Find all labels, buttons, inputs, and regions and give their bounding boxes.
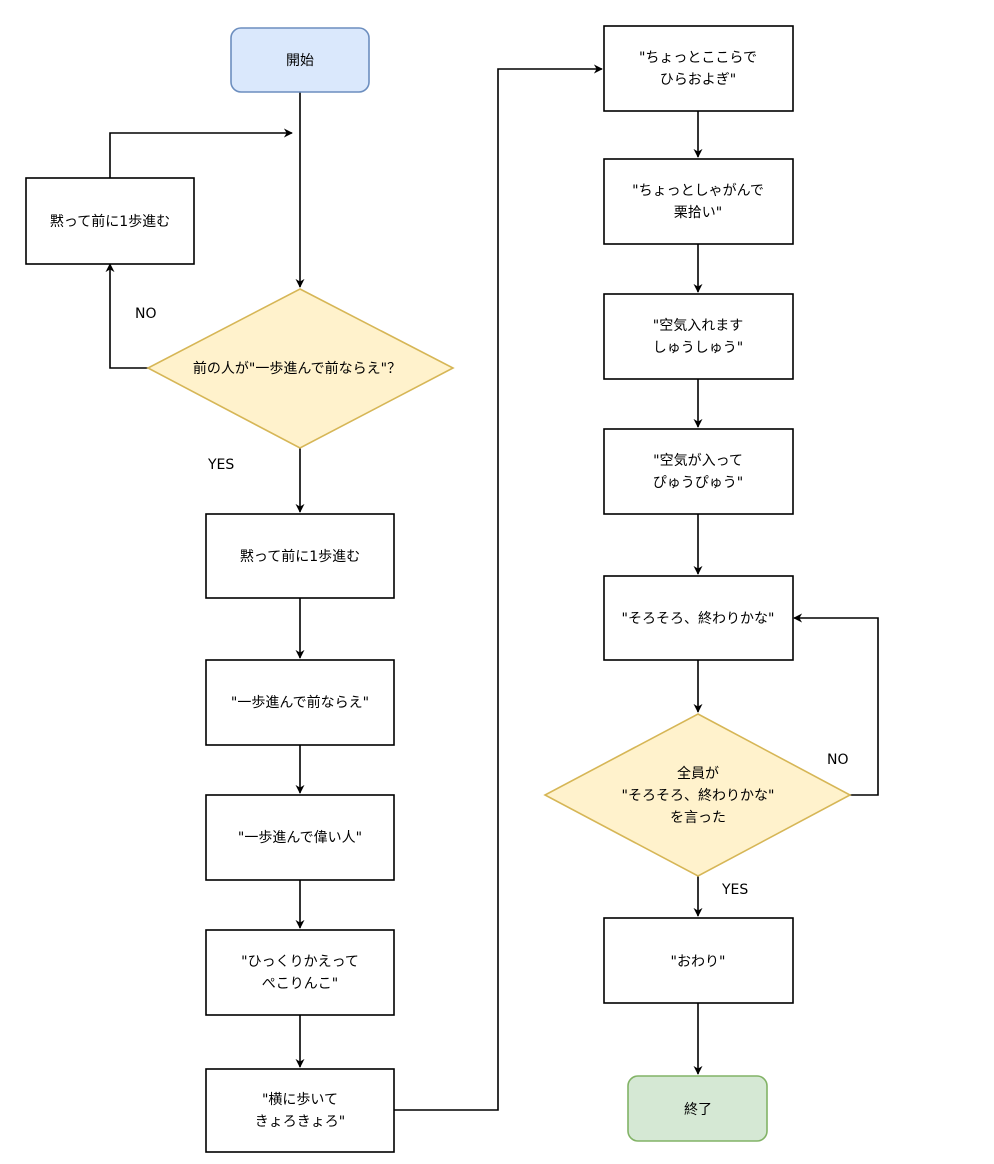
step2-node-shape bbox=[205, 659, 395, 746]
step4-node-label-line1: "ひっくりかえって bbox=[241, 954, 359, 970]
nodes: 開始 黙って前に1歩進む 前の人が"一歩進んで前ならえ"？ 黙って前に1歩進む … bbox=[25, 25, 852, 1153]
step6-node-label-line1: "ちょっとここらで bbox=[639, 50, 757, 66]
start-node: 開始 bbox=[230, 27, 370, 93]
step3-node: "一歩進んで偉い人" bbox=[205, 794, 395, 881]
step4-node: "ひっくりかえって ぺこりんこ" bbox=[205, 929, 395, 1016]
step5-node: "横に歩いて きょろきょろ" bbox=[205, 1068, 395, 1153]
decision2-node-label-line2: "そろそろ、終わりかな" bbox=[622, 788, 775, 804]
step4-node-shape bbox=[205, 929, 395, 1016]
step2-node-label: "一歩進んで前ならえ" bbox=[231, 694, 369, 711]
decision1-node-shape bbox=[146, 288, 455, 449]
decision1-node-label: 前の人が"一歩進んで前ならえ"？ bbox=[193, 360, 401, 377]
step10-node-shape bbox=[603, 575, 794, 661]
step9-node-shape bbox=[603, 428, 794, 515]
end-node-shape bbox=[627, 1075, 768, 1142]
step11-node-shape bbox=[603, 917, 794, 1004]
step6-node-label-line2: ひらおよぎ" bbox=[660, 72, 736, 88]
step8-node: "空気入れます しゅうしゅう" bbox=[603, 293, 794, 380]
step10-node-label: "そろそろ、終わりかな" bbox=[622, 611, 775, 627]
decision2-node: 全員が "そろそろ、終わりかな" を言った bbox=[543, 713, 852, 877]
edge-label-no2: NO bbox=[827, 752, 849, 768]
step3-node-shape bbox=[205, 794, 395, 881]
end-node-label: 終了 bbox=[684, 1102, 712, 1118]
step1-node: 黙って前に1歩進む bbox=[205, 513, 395, 599]
start-node-shape bbox=[230, 27, 370, 93]
decision2-node-label-line3: を言った bbox=[670, 810, 726, 826]
step8-node-label-line1: "空気入れます bbox=[653, 318, 743, 334]
edge-label-yes2: YES bbox=[721, 882, 748, 898]
step8-node-label-line2: しゅうしゅう" bbox=[653, 340, 743, 356]
step11-node: "おわり" bbox=[603, 917, 794, 1004]
step7-node-shape bbox=[603, 158, 794, 245]
step1-node-label: 黙って前に1歩進む bbox=[240, 548, 360, 565]
step8-node-shape bbox=[603, 293, 794, 380]
end-node: 終了 bbox=[627, 1075, 768, 1142]
step9-node-label-line2: ぴゅうぴゅう" bbox=[653, 475, 743, 491]
step3-node-label: "一歩進んで偉い人" bbox=[238, 830, 362, 846]
step10-node: "そろそろ、終わりかな" bbox=[603, 575, 794, 661]
step6-node-shape bbox=[603, 25, 794, 112]
side-step-node-label: 黙って前に1歩進む bbox=[50, 213, 170, 230]
decision2-node-shape bbox=[543, 713, 852, 877]
start-node-label: 開始 bbox=[286, 53, 314, 69]
edges bbox=[105, 64, 879, 1111]
edge-decision2-no-loop bbox=[793, 613, 879, 796]
edge-label-no1: NO bbox=[135, 306, 157, 322]
edge-label-yes1: YES bbox=[207, 457, 234, 473]
step9-node: "空気が入って ぴゅうぴゅう" bbox=[603, 428, 794, 515]
step5-node-label-line2: きょろきょろ" bbox=[255, 1114, 345, 1130]
edge-decision-no-to-side-step bbox=[105, 263, 148, 369]
step7-node-label-line2: 栗拾い" bbox=[674, 205, 722, 221]
edge-labels: NO YES NO YES bbox=[135, 306, 849, 898]
step1-node-shape bbox=[205, 513, 395, 599]
step5-node-shape bbox=[205, 1068, 395, 1153]
step5-node-label-line1: "横に歩いて bbox=[262, 1092, 338, 1108]
step4-node-label-line2: ぺこりんこ" bbox=[262, 976, 338, 992]
step9-node-label-line1: "空気が入って bbox=[653, 453, 743, 469]
edge-step5-to-step6 bbox=[394, 64, 603, 1111]
side-step-node-shape bbox=[25, 177, 195, 265]
edge-side-step-loop-back bbox=[109, 128, 293, 178]
step7-node: "ちょっとしゃがんで 栗拾い" bbox=[603, 158, 794, 245]
step6-node: "ちょっとここらで ひらおよぎ" bbox=[603, 25, 794, 112]
step7-node-label-line1: "ちょっとしゃがんで bbox=[632, 183, 764, 199]
step11-node-label: "おわり" bbox=[671, 954, 726, 970]
side-step-node: 黙って前に1歩進む bbox=[25, 177, 195, 265]
decision2-node-label-line1: 全員が bbox=[677, 765, 719, 782]
step2-node: "一歩進んで前ならえ" bbox=[205, 659, 395, 746]
decision1-node: 前の人が"一歩進んで前ならえ"？ bbox=[146, 288, 455, 449]
